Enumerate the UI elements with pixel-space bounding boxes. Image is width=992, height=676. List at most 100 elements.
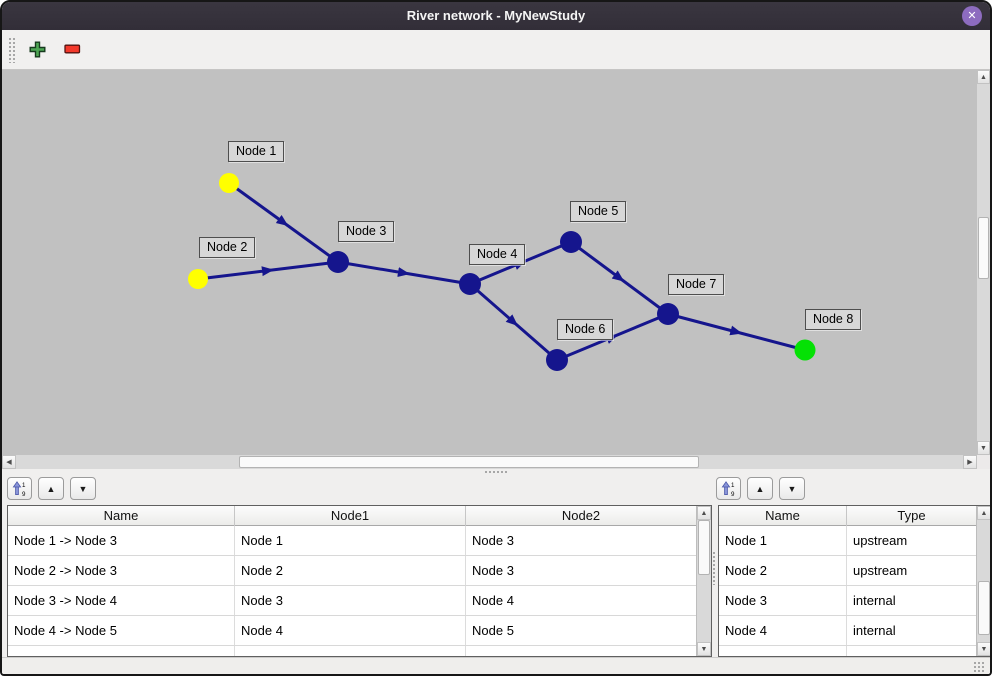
- empty-cell: [719, 646, 847, 656]
- empty-cell: [466, 646, 696, 656]
- scrollbar-track[interactable]: [977, 520, 990, 642]
- cell-name[interactable]: Node 4 -> Node 5: [8, 616, 235, 645]
- scrollbar-thumb[interactable]: [239, 456, 699, 468]
- empty-cell: [847, 646, 976, 656]
- scroll-up-button[interactable]: ▲: [977, 70, 990, 84]
- vertical-splitter[interactable]: [712, 551, 717, 585]
- canvas-horizontal-scrollbar[interactable]: ◀ ▶: [2, 455, 977, 469]
- table-row[interactable]: Node 2 upstream: [719, 556, 976, 586]
- river-node[interactable]: [188, 269, 208, 289]
- cell-name[interactable]: Node 4: [719, 616, 847, 645]
- scroll-right-button[interactable]: ▶: [963, 455, 977, 469]
- cell-type[interactable]: upstream: [853, 563, 908, 578]
- river-reach-edge[interactable]: [197, 260, 339, 281]
- move-reach-down-button[interactable]: ▼: [70, 477, 96, 500]
- scroll-down-button[interactable]: ▼: [977, 642, 990, 656]
- cell-node1[interactable]: Node 2: [235, 556, 466, 585]
- cell-name[interactable]: Node 3 -> Node 4: [8, 586, 235, 615]
- table-row[interactable]: Node 4 internal: [719, 616, 976, 646]
- river-node[interactable]: [459, 273, 481, 295]
- remove-node-button[interactable]: [60, 38, 84, 62]
- node-label: Node 2: [199, 237, 256, 258]
- scroll-down-button[interactable]: ▼: [697, 642, 711, 656]
- river-node[interactable]: [327, 251, 349, 273]
- column-header-node1[interactable]: Node1: [235, 506, 466, 526]
- cell-node2[interactable]: Node 4: [472, 593, 514, 608]
- scrollbar-track[interactable]: [16, 455, 963, 469]
- titlebar[interactable]: River network - MyNewStudy ✕: [2, 2, 990, 30]
- cell-node2[interactable]: Node 3: [472, 533, 514, 548]
- scrollbar-thumb[interactable]: [978, 217, 989, 279]
- sort-ascending-icon: 1 9: [12, 480, 26, 497]
- column-header-type[interactable]: Type: [897, 508, 926, 523]
- cell-type[interactable]: internal: [853, 623, 896, 638]
- toolbar-grip-handle[interactable]: [8, 36, 16, 63]
- move-node-down-button[interactable]: ▼: [779, 477, 805, 500]
- river-node[interactable]: [560, 231, 582, 253]
- river-node[interactable]: [657, 303, 679, 325]
- cell-name[interactable]: Node 2 -> Node 3: [8, 556, 235, 585]
- sort-reaches-button[interactable]: 1 9: [7, 477, 32, 500]
- river-reach-edge[interactable]: [667, 312, 806, 352]
- table-row[interactable]: Node 3 internal: [719, 586, 976, 616]
- river-node[interactable]: [794, 339, 816, 361]
- cell-name[interactable]: Node 1 -> Node 3: [8, 526, 235, 555]
- empty-cell: [8, 646, 235, 656]
- reach-table-scrollbar[interactable]: ▲ ▼: [696, 506, 711, 656]
- cell-name[interactable]: Node 1: [719, 526, 847, 555]
- move-reach-up-button[interactable]: ▲: [38, 477, 64, 500]
- table-row[interactable]: Node 4 -> Node 5 Node 4 Node 5: [8, 616, 696, 646]
- scrollbar-thumb[interactable]: [698, 520, 710, 575]
- scroll-left-button[interactable]: ◀: [2, 455, 16, 469]
- scrollbar-track[interactable]: [697, 520, 711, 642]
- node-table-toolbar: 1 9 ▲ ▼: [716, 477, 811, 500]
- river-reach-edge[interactable]: [337, 260, 471, 286]
- add-node-button[interactable]: [25, 38, 49, 62]
- node-label: Node 6: [557, 319, 614, 340]
- svg-text:1: 1: [22, 481, 26, 488]
- column-header-name[interactable]: Name: [8, 506, 235, 526]
- cell-type[interactable]: upstream: [853, 533, 908, 548]
- river-node[interactable]: [546, 349, 568, 371]
- triangle-down-icon: ▼: [980, 645, 988, 653]
- scroll-down-button[interactable]: ▼: [977, 441, 990, 455]
- column-header-name[interactable]: Name: [719, 506, 847, 526]
- scrollbar-thumb[interactable]: [978, 581, 990, 635]
- table-row[interactable]: [8, 646, 696, 656]
- table-row[interactable]: [719, 646, 976, 656]
- move-node-up-button[interactable]: ▲: [747, 477, 773, 500]
- table-row[interactable]: Node 1 -> Node 3 Node 1 Node 3: [8, 526, 696, 556]
- cell-node2[interactable]: Node 5: [472, 623, 514, 638]
- cell-node1[interactable]: Node 1: [235, 526, 466, 555]
- node-table-header: Name Type: [719, 506, 976, 526]
- river-reach-edge[interactable]: [469, 282, 558, 362]
- cell-node1[interactable]: Node 4: [235, 616, 466, 645]
- column-header-node2[interactable]: Node2: [561, 508, 601, 523]
- triangle-down-icon: ▼: [700, 645, 708, 653]
- cell-name[interactable]: Node 2: [719, 556, 847, 585]
- svg-text:9: 9: [22, 491, 26, 497]
- node-table-scrollbar[interactable]: ▲ ▼: [976, 506, 990, 656]
- horizontal-splitter[interactable]: [2, 469, 990, 475]
- cell-type[interactable]: internal: [853, 593, 896, 608]
- scroll-up-button[interactable]: ▲: [697, 506, 711, 520]
- window-title: River network - MyNewStudy: [406, 8, 586, 23]
- main-toolbar: [2, 30, 990, 70]
- river-reach-edge[interactable]: [570, 240, 669, 316]
- cell-node2[interactable]: Node 3: [472, 563, 514, 578]
- scroll-up-button[interactable]: ▲: [977, 506, 990, 520]
- splitter-handle[interactable]: [484, 469, 508, 475]
- table-row[interactable]: Node 1 upstream: [719, 526, 976, 556]
- cell-name[interactable]: Node 3: [719, 586, 847, 615]
- scrollbar-track[interactable]: [977, 84, 990, 441]
- close-button[interactable]: ✕: [962, 6, 982, 26]
- table-row[interactable]: Node 2 -> Node 3 Node 2 Node 3: [8, 556, 696, 586]
- canvas-vertical-scrollbar[interactable]: ▲ ▼: [977, 70, 990, 455]
- resize-grip[interactable]: [973, 661, 986, 672]
- river-reach-edge[interactable]: [228, 181, 339, 264]
- cell-node1[interactable]: Node 3: [235, 586, 466, 615]
- river-node[interactable]: [219, 173, 239, 193]
- table-row[interactable]: Node 3 -> Node 4 Node 3 Node 4: [8, 586, 696, 616]
- sort-nodes-button[interactable]: 1 9: [716, 477, 741, 500]
